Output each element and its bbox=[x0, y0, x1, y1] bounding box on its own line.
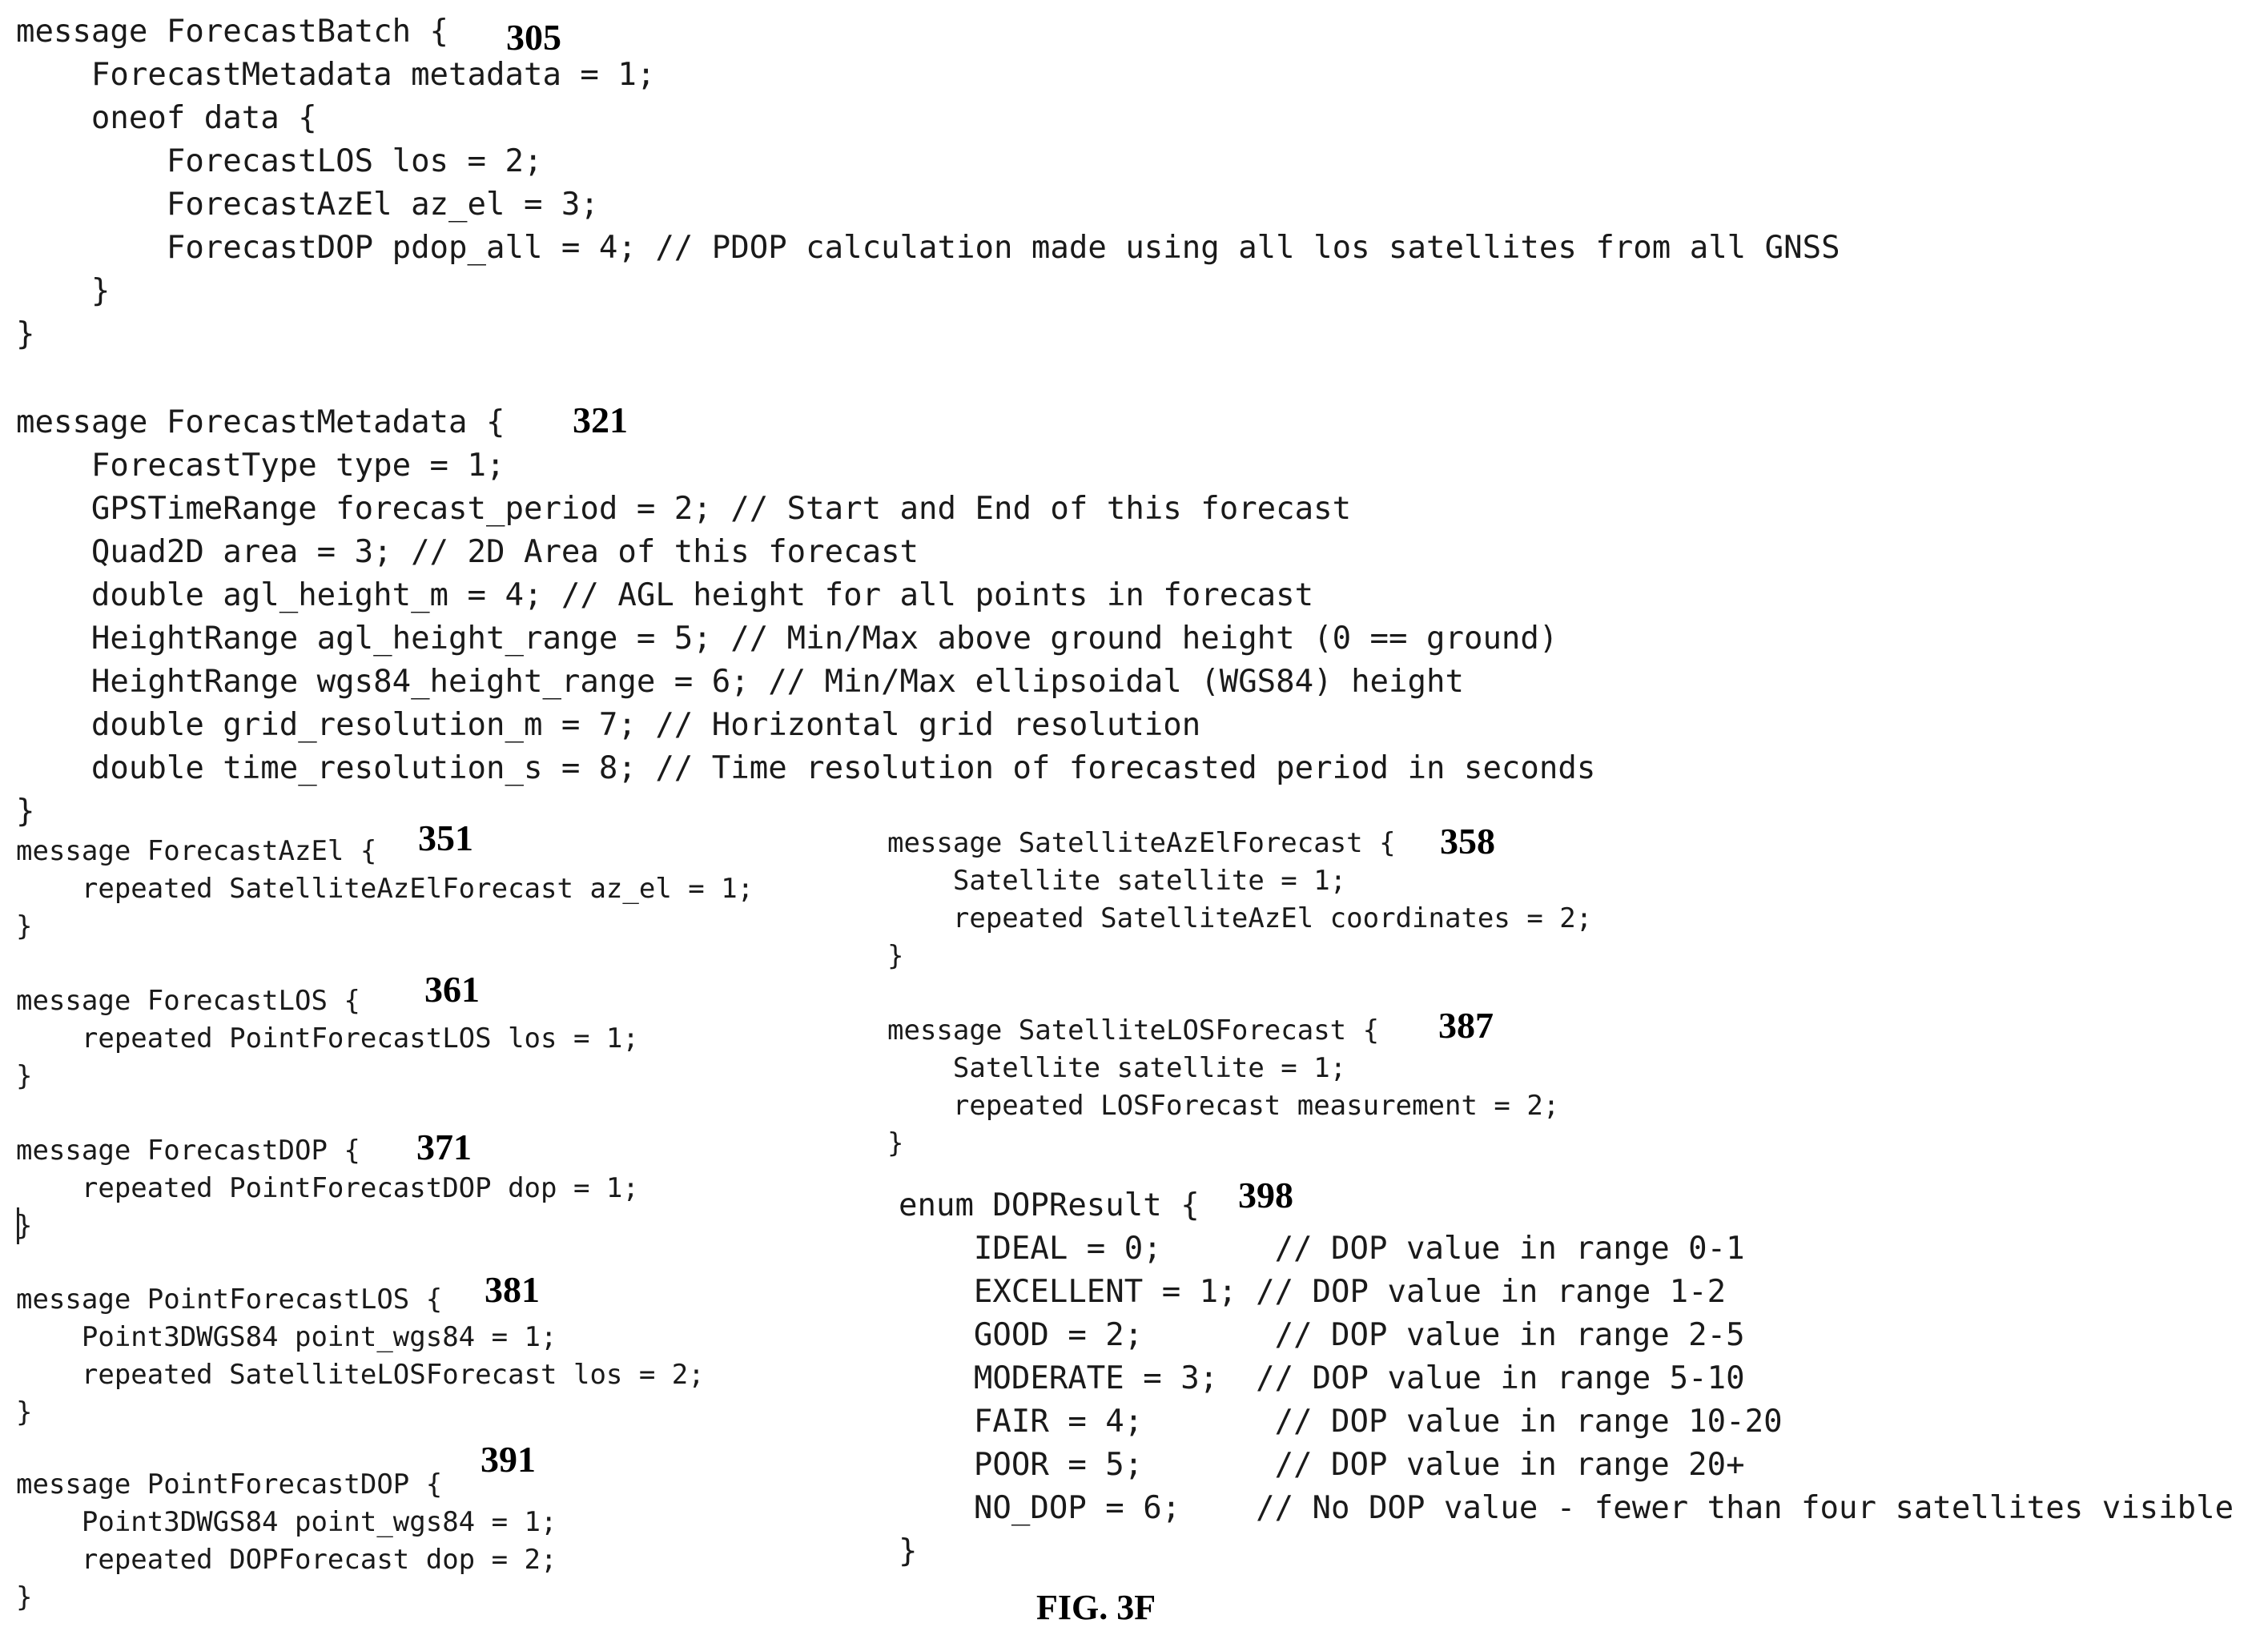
code-line: double agl_height_m = 4; // AGL height f… bbox=[16, 580, 1313, 611]
code-line: Point3DWGS84 point_wgs84 = 1; bbox=[16, 1324, 557, 1351]
code-line: Satellite satellite = 1; bbox=[887, 867, 1346, 894]
code-line: repeated DOPForecast dop = 2; bbox=[16, 1546, 557, 1573]
code-line: GPSTimeRange forecast_period = 2; // Sta… bbox=[16, 493, 1351, 524]
code-line: repeated PointForecastDOP dop = 1; bbox=[16, 1175, 639, 1202]
code-line: message ForecastMetadata { bbox=[16, 407, 505, 438]
reference-numeral: 391 bbox=[481, 1441, 536, 1478]
code-line: message SatelliteLOSForecast { bbox=[887, 1017, 1379, 1044]
code-line: repeated SatelliteAzElForecast az_el = 1… bbox=[16, 875, 754, 902]
code-line: IDEAL = 0; // DOP value in range 0-1 bbox=[899, 1233, 1745, 1264]
code-line: message ForecastAzEl { bbox=[16, 838, 376, 865]
reference-numeral: 351 bbox=[418, 820, 473, 857]
reference-numeral: 381 bbox=[485, 1271, 540, 1308]
code-line: message ForecastBatch { bbox=[16, 16, 448, 47]
code-line: HeightRange wgs84_height_range = 6; // M… bbox=[16, 666, 1464, 697]
reference-numeral: 361 bbox=[424, 971, 480, 1008]
code-line: repeated SatelliteAzEl coordinates = 2; bbox=[887, 905, 1592, 932]
code-line: repeated LOSForecast measurement = 2; bbox=[887, 1092, 1559, 1119]
reference-numeral: 321 bbox=[573, 402, 628, 439]
code-line: message ForecastDOP { bbox=[16, 1137, 360, 1164]
code-line: repeated SatelliteLOSForecast los = 2; bbox=[16, 1361, 705, 1388]
code-line: EXCELLENT = 1; // DOP value in range 1-2 bbox=[899, 1276, 1726, 1308]
code-line: NO_DOP = 6; // No DOP value - fewer than… bbox=[899, 1492, 2234, 1524]
code-line: HeightRange agl_height_range = 5; // Min… bbox=[16, 623, 1558, 654]
code-line: } bbox=[899, 1536, 917, 1567]
reference-numeral: 387 bbox=[1438, 1007, 1494, 1044]
reference-numeral: 358 bbox=[1440, 823, 1495, 860]
code-line: } bbox=[887, 1130, 903, 1157]
reference-numeral: 371 bbox=[416, 1129, 472, 1166]
code-line: FAIR = 4; // DOP value in range 10-20 bbox=[899, 1406, 1783, 1437]
figure-label: FIG. 3F bbox=[1036, 1590, 1156, 1625]
code-line: oneof data { bbox=[16, 102, 317, 134]
code-line: message PointForecastDOP { bbox=[16, 1471, 442, 1498]
code-line: Quad2D area = 3; // 2D Area of this fore… bbox=[16, 536, 919, 568]
reference-numeral: 398 bbox=[1238, 1177, 1293, 1214]
code-line: Point3DWGS84 point_wgs84 = 1; bbox=[16, 1508, 557, 1536]
code-line: GOOD = 2; // DOP value in range 2-5 bbox=[899, 1320, 1745, 1351]
code-line: MODERATE = 3; // DOP value in range 5-10 bbox=[899, 1363, 1745, 1394]
code-line: } bbox=[16, 796, 34, 827]
code-line: message PointForecastLOS { bbox=[16, 1286, 442, 1313]
code-line: ForecastLOS los = 2; bbox=[16, 146, 542, 177]
code-line: POOR = 5; // DOP value in range 20+ bbox=[899, 1449, 1745, 1480]
code-line: double time_resolution_s = 8; // Time re… bbox=[16, 753, 1595, 784]
reference-numeral: 305 bbox=[506, 19, 561, 56]
code-line: } bbox=[16, 913, 32, 940]
code-line: } bbox=[887, 942, 903, 970]
code-line: ForecastType type = 1; bbox=[16, 450, 505, 481]
code-line: enum DOPResult { bbox=[899, 1190, 1200, 1221]
code-line: repeated PointForecastLOS los = 1; bbox=[16, 1025, 639, 1052]
code-line: message ForecastLOS { bbox=[16, 987, 360, 1014]
code-line: ForecastAzEl az_el = 3; bbox=[16, 189, 599, 220]
code-line: ForecastMetadata metadata = 1; bbox=[16, 59, 655, 90]
code-line: } bbox=[16, 319, 34, 350]
code-line: } bbox=[16, 275, 110, 307]
code-line: Satellite satellite = 1; bbox=[887, 1055, 1346, 1082]
code-line: ForecastDOP pdop_all = 4; // PDOP calcul… bbox=[16, 232, 1840, 263]
code-line: } bbox=[16, 1399, 32, 1426]
code-line: double grid_resolution_m = 7; // Horizon… bbox=[16, 709, 1200, 741]
code-line: } bbox=[16, 1584, 32, 1611]
text-cursor bbox=[17, 1207, 19, 1244]
code-line: } bbox=[16, 1063, 32, 1090]
code-line: message SatelliteAzElForecast { bbox=[887, 830, 1396, 857]
